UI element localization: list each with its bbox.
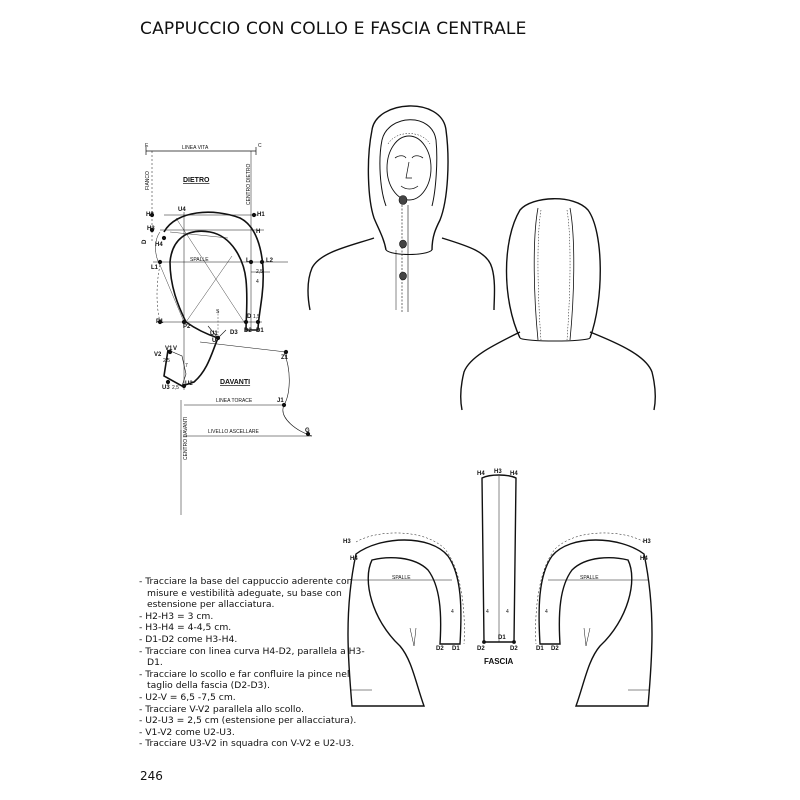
side-left-labels: H3 H4 SPALLE 4 D2 D1 xyxy=(343,539,460,652)
label-fianco: FIANCO xyxy=(145,171,151,190)
label-h3: H3 xyxy=(147,226,155,232)
label-u: U xyxy=(212,338,216,344)
instruction-item: - D1-D2 come H3-H4. xyxy=(139,633,238,645)
label-d-top: D xyxy=(247,314,252,320)
fascia-h4-left: H4 xyxy=(477,471,485,477)
side-right-h3: H3 xyxy=(643,539,651,545)
side-piece-right xyxy=(535,532,653,707)
instruction-item: - Tracciare U3-V2 in squadra con V-V2 e … xyxy=(139,738,355,750)
label-d: D xyxy=(142,239,148,244)
label-s: S xyxy=(216,309,220,315)
hood-pattern-draft xyxy=(145,147,313,515)
front-buttons xyxy=(398,195,408,281)
instruction-item: - Tracciare con linea curva H4-D2, paral… xyxy=(139,645,365,669)
label-g: G xyxy=(305,428,310,434)
side-left-d2: D2 xyxy=(436,646,444,652)
instruction-item: - U2-V = 6,5 -7,5 cm. xyxy=(139,691,236,703)
fascia-d1: D1 xyxy=(498,635,506,641)
fascia-h4-right: H4 xyxy=(510,471,518,477)
label-l1: L1 xyxy=(151,265,159,271)
label-d1: D1 xyxy=(256,328,264,334)
label-m-15: 1,5 xyxy=(253,314,260,320)
hood-back-view xyxy=(459,198,657,411)
fascia-d2-right: D2 xyxy=(510,646,518,652)
label-u2: U2 xyxy=(185,381,193,387)
instruction-item: - V1-V2 come U2-U3. xyxy=(139,726,235,738)
label-l2: L2 xyxy=(266,258,274,264)
fascia-d2-left: D2 xyxy=(477,646,485,652)
instruction-item: - H2-H3 = 3 cm. xyxy=(139,610,214,622)
label-dietro: DIETRO xyxy=(183,177,210,184)
side-left-d1: D1 xyxy=(452,646,460,652)
label-spalle: SPALLE xyxy=(190,257,209,263)
page-number: 246 xyxy=(140,769,163,783)
side-right-d2: D2 xyxy=(551,646,559,652)
label-livello-ascellare: LIVELLO ASCELLARE xyxy=(208,429,260,435)
label-centro-dietro: CENTRO DIETRO xyxy=(246,164,252,206)
label-d2: D2 xyxy=(244,328,252,334)
label-v2: V2 xyxy=(154,352,162,358)
label-centro-davanti: CENTRO DAVANTI xyxy=(183,417,189,460)
label-v: V xyxy=(173,346,177,352)
label-e: E xyxy=(145,143,149,149)
side-left-m: 4 xyxy=(451,609,454,615)
label-d3: D3 xyxy=(230,330,238,336)
side-left-h4: H4 xyxy=(350,556,358,562)
label-l: L xyxy=(246,258,250,264)
instruction-item: - Tracciare V-V2 parallela allo scollo. xyxy=(139,703,304,715)
side-right-labels: H3 H4 SPALLE 4 D1 D2 xyxy=(536,539,651,652)
label-m-7: 7 xyxy=(185,363,188,369)
label-v1: V1 xyxy=(165,346,173,352)
label-z1: Z1 xyxy=(281,355,289,361)
label-m-25b: 2,5 xyxy=(163,358,170,364)
fascia-m-right: 4 xyxy=(506,609,509,615)
instruction-item: - U2-U3 = 2,5 cm (estensione per allacci… xyxy=(139,715,357,727)
instruction-item: - H3-H4 = 4-4,5 cm. xyxy=(139,622,232,634)
hood-front-view xyxy=(307,105,496,312)
instructions-list: - Tracciare la base del cappuccio aderen… xyxy=(139,576,369,750)
side-left-h3: H3 xyxy=(343,539,351,545)
side-right-h4: H4 xyxy=(640,556,648,562)
instruction-item: - Tracciare la base del cappuccio aderen… xyxy=(139,576,353,611)
fascia-label: FASCIA xyxy=(484,657,514,666)
label-p2: P2 xyxy=(183,324,191,330)
label-c: C xyxy=(258,143,262,149)
fascia-labels: H4 H3 H4 4 4 D1 D2 D2 FASCIA xyxy=(477,469,518,666)
label-p1: P1 xyxy=(156,319,164,325)
page-title: CAPPUCCIO CON COLLO E FASCIA CENTRALE xyxy=(140,19,527,39)
side-right-d1: D1 xyxy=(536,646,544,652)
fascia-piece xyxy=(481,474,517,644)
label-u1: U1 xyxy=(210,331,218,337)
side-right-spalle: SPALLE xyxy=(580,575,599,581)
fascia-h3: H3 xyxy=(494,469,502,475)
label-m-4: 4 xyxy=(256,279,259,285)
label-linea-vita: LINEA VITA xyxy=(182,145,209,151)
label-h: H xyxy=(256,229,260,235)
label-h1: H1 xyxy=(257,212,265,218)
side-left-spalle: SPALLE xyxy=(392,575,411,581)
label-m-25: 2,5 xyxy=(256,269,263,275)
label-h4: H4 xyxy=(155,242,163,248)
label-h2: H2 xyxy=(146,212,154,218)
label-davanti: DAVANTI xyxy=(220,379,250,386)
label-linea-torace: LINEA TORACE xyxy=(216,398,253,404)
instruction-item: - Tracciare lo scollo e far confluire la… xyxy=(139,668,350,692)
side-right-m: 4 xyxy=(545,609,548,615)
fascia-m-left: 4 xyxy=(486,609,489,615)
pattern-labels: E C LINEA VITA FIANCO CENTRO DIETRO DIET… xyxy=(142,143,310,460)
label-j1: J1 xyxy=(277,398,284,404)
side-piece-left xyxy=(347,532,465,707)
label-m-25c: 2,5 xyxy=(172,385,179,391)
label-u3: U3 xyxy=(162,385,170,391)
label-u4: U4 xyxy=(178,207,186,213)
